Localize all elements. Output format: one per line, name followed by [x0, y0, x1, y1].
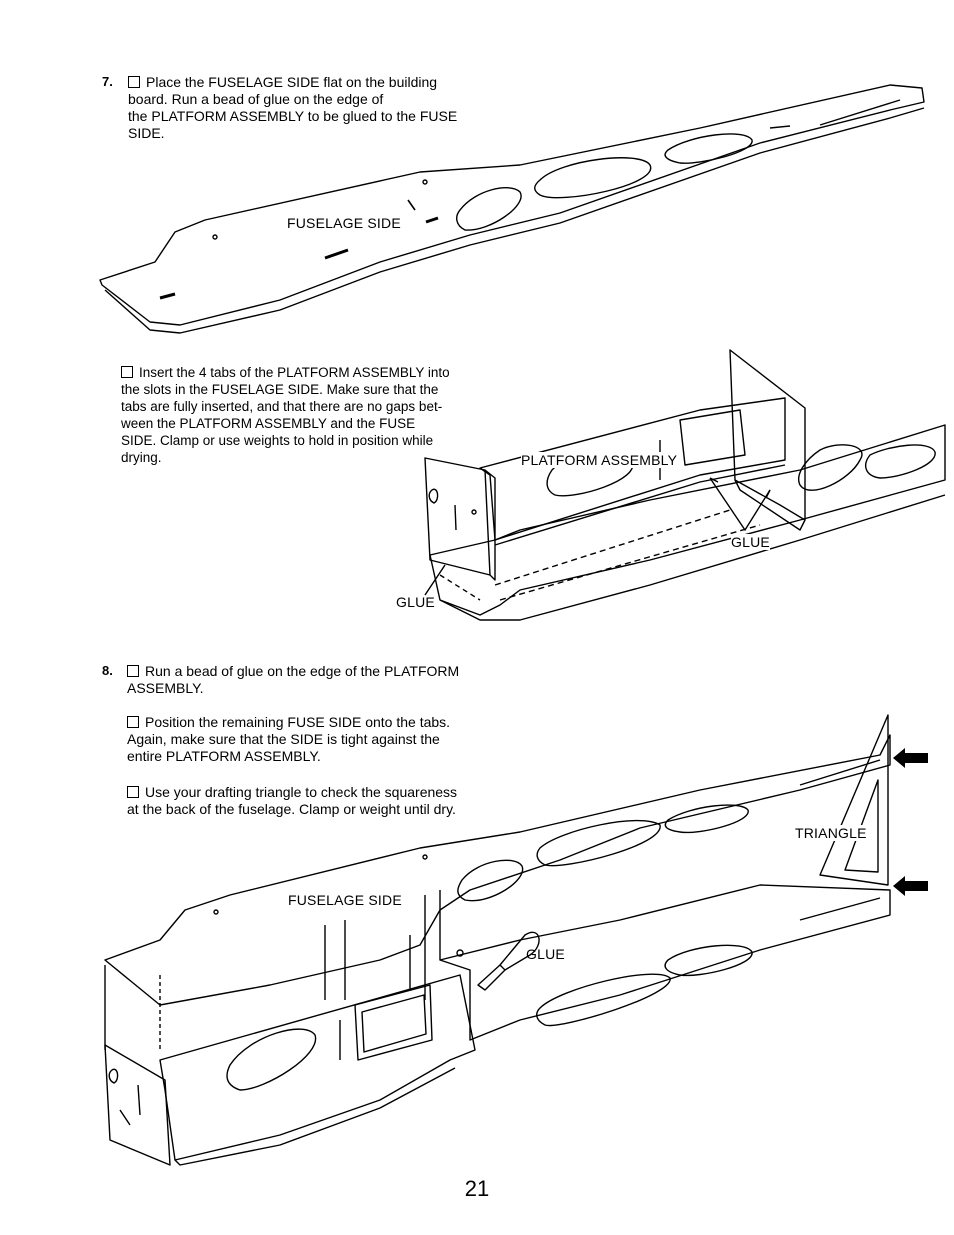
glue-label-left: GLUE [396, 594, 435, 610]
arrow-icon [893, 748, 928, 768]
platform-assembly-label: PLATFORM ASSEMBLY [521, 452, 678, 468]
position-line-2: Again, make sure that the SIDE is tight … [127, 731, 440, 747]
fuselage-side-drawing-1 [99, 84, 925, 334]
step-8-line-1: Run a bead of glue on the edge of the PL… [145, 663, 460, 679]
step-8-line-2: ASSEMBLY. [127, 680, 204, 696]
insert-line-6: drying. [121, 450, 162, 465]
insert-line-2: the slots in the FUSELAGE SIDE. Make sur… [121, 382, 439, 397]
step-7-line-4: SIDE. [128, 125, 165, 141]
checkbox[interactable] [127, 786, 139, 798]
arrow-icon [893, 876, 928, 896]
position-line-1: Position the remaining FUSE SIDE onto th… [145, 714, 451, 730]
fuselage-side-label-1: FUSELAGE SIDE [287, 215, 401, 231]
fuselage-box-drawing [104, 714, 891, 1166]
insert-line-1: Insert the 4 tabs of the PLATFORM ASSEMB… [139, 365, 450, 380]
platform-assembly-drawing [424, 349, 946, 621]
glue-label-right: GLUE [731, 534, 770, 550]
step-7-line-1: Place the FUSELAGE SIDE flat on the buil… [146, 74, 438, 90]
step-8-position-instructions: Position the remaining FUSE SIDE onto th… [127, 714, 472, 765]
checkbox[interactable] [128, 76, 140, 88]
insert-line-3: tabs are fully inserted, and that there … [121, 399, 443, 414]
step-8-number: 8. [102, 663, 113, 678]
insert-line-4: ween the PLATFORM ASSEMBLY and the FUSE [121, 416, 416, 431]
triangle-line-2: at the back of the fuselage. Clamp or we… [127, 801, 456, 817]
checkbox[interactable] [121, 366, 133, 378]
insert-line-5: SIDE. Clamp or use weights to hold in po… [121, 433, 434, 448]
step-7-insert-instructions: Insert the 4 tabs of the PLATFORM ASSEMB… [121, 364, 463, 466]
step-8-glue-instructions: Run a bead of glue on the edge of the PL… [127, 663, 472, 697]
glue-label-bottom: GLUE [526, 946, 565, 962]
checkbox[interactable] [127, 716, 139, 728]
triangle-line-1: Use your drafting triangle to check the … [145, 784, 458, 800]
step-7-line-2: board. Run a bead of glue on the edge of [128, 91, 384, 107]
checkbox[interactable] [127, 665, 139, 677]
step-7-text: Place the FUSELAGE SIDE flat on the buil… [128, 74, 473, 142]
step-7-line-3: the PLATFORM ASSEMBLY to be glued to the… [128, 108, 458, 124]
position-line-3: entire PLATFORM ASSEMBLY. [127, 748, 321, 764]
step-8-triangle-instructions: Use your drafting triangle to check the … [127, 784, 472, 818]
step-7-number: 7. [102, 74, 113, 89]
fuselage-side-label-2: FUSELAGE SIDE [288, 892, 402, 908]
triangle-label: TRIANGLE [795, 825, 867, 841]
page-number: 21 [464, 1176, 490, 1201]
